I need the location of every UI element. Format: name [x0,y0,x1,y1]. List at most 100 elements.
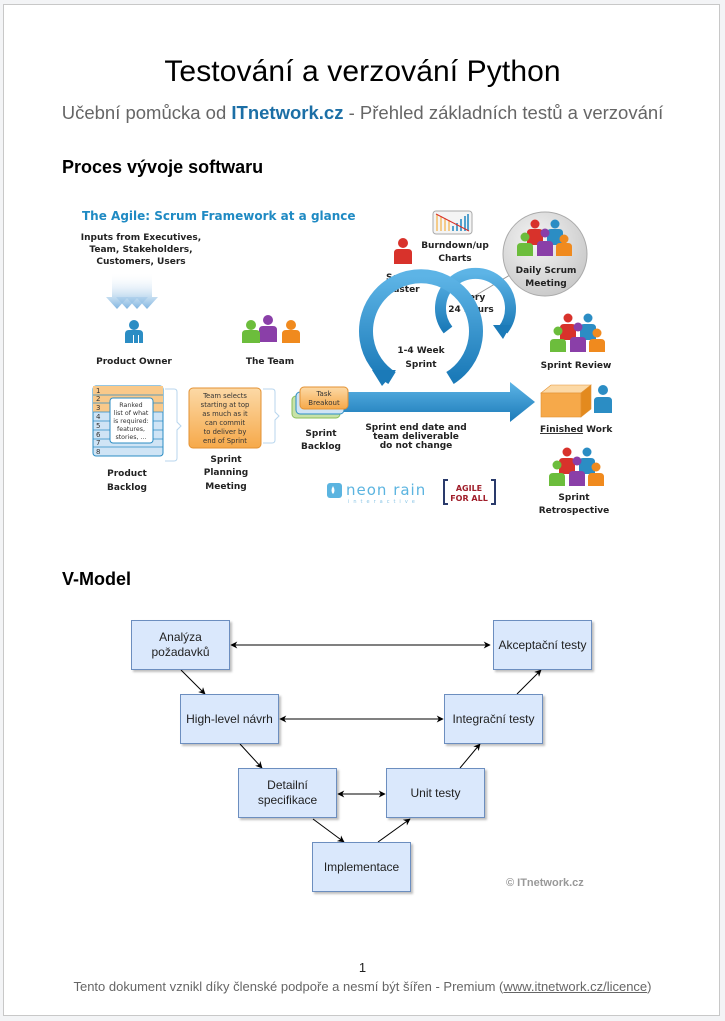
vmodel-box-implementace: Implementace [312,842,411,892]
svg-text:Sprint: Sprint [210,455,242,465]
sprint-retrospective-label: Sprint Retrospective [539,493,610,516]
section-heading-process: Proces vývoje softwaru [62,157,264,177]
arrow-analyza-highlevel [180,669,206,695]
subtitle-prefix: Učební pomůcka od [61,102,232,123]
footer-text: Tento dokument vznikl díky členské podpo… [73,979,504,994]
svg-text:starting at top: starting at top [201,401,250,409]
sprint-retrospective-group-icon [549,447,604,486]
team-icon [242,315,300,343]
svg-text:as much as it: as much as it [202,410,248,418]
svg-text:stories, ...: stories, ... [115,434,146,441]
svg-text:do not change: do not change [380,441,453,451]
svg-text:5: 5 [96,422,100,430]
burndown-chart-icon [432,210,473,235]
vmodel-box-detailni: Detailní specifikace [238,768,337,818]
arrow-detailni-implementace [312,818,345,843]
sprint-backlog-stack: Task Breakout [291,386,349,419]
footer-notice: Tento dokument vznikl díky členské podpo… [0,979,725,994]
svg-text:Backlog: Backlog [107,483,147,493]
svg-text:interactive: interactive [348,499,419,505]
arrow-unit-integracni [459,743,481,769]
svg-text:can commit: can commit [205,419,245,427]
document-title: Testování a verzování Python [164,55,561,88]
svg-text:1-4 Week: 1-4 Week [397,346,445,356]
svg-text:Retrospective: Retrospective [539,506,610,516]
product-backlog-list: 1 2 3 4 5 6 7 8 Ranked list of what is r… [92,385,182,462]
svg-text:7: 7 [96,439,100,447]
burndown-label: Burndown/up Charts [421,241,489,264]
svg-text:Sprint: Sprint [405,360,437,370]
finished-work-person-icon [594,385,612,413]
svg-text:list of what: list of what [114,410,149,417]
svg-text:Sprint end date and: Sprint end date and [365,423,466,433]
svg-text:3: 3 [96,404,100,412]
daily-cycle-arrow-icon [435,267,516,339]
brand-link[interactable]: ITnetwork.cz [231,102,344,123]
inputs-label: Inputs from Executives, Team, Stakeholde… [81,233,201,267]
vmodel-box-integracni: Integrační testy [444,694,543,744]
svg-text:Ranked: Ranked [119,402,142,409]
neon-rain-logo: neon rain interactive [327,481,425,505]
page-number: 1 [358,960,367,975]
svg-text:Planning: Planning [204,468,249,478]
svg-text:Customers, Users: Customers, Users [96,257,185,267]
arrow-integracni-akceptacni [516,669,542,695]
svg-text:Sprint: Sprint [558,493,590,503]
svg-text:Master: Master [384,285,420,295]
section-heading-vmodel: V-Model [62,569,132,589]
finished-work-box-icon [540,384,592,418]
sprint-cycle-arrow-icon [300,269,535,422]
product-owner-icon [125,320,143,343]
svg-text:to deliver by: to deliver by [204,428,247,436]
footer-suffix: ) [647,979,652,994]
svg-text:Inputs from Executives,: Inputs from Executives, [81,233,201,243]
sprint-review-group-icon [550,313,605,352]
svg-text:8: 8 [96,448,100,456]
svg-text:2: 2 [96,395,100,403]
svg-text:AGILE: AGILE [456,484,482,493]
product-backlog-label: Product Backlog [107,469,148,493]
svg-text:end of Sprint: end of Sprint [203,437,247,445]
sprint-planning-note: Team selects starting at top as much as … [188,387,280,449]
team-label: The Team [246,357,294,367]
svg-text:Breakout: Breakout [308,399,340,407]
vmodel-copyright: © ITnetwork.cz [506,877,584,889]
daily-scrum-group-icon [517,219,572,256]
sprint-end-note: Sprint end date and team deliverable do … [365,423,466,451]
svg-text:Backlog: Backlog [301,442,341,452]
svg-text:Sprint: Sprint [305,429,337,439]
sprint-review-label: Sprint Review [541,361,612,371]
svg-text:4: 4 [96,413,101,421]
finished-work-label: Finished Work [540,425,613,435]
sprint-backlog-label: Sprint Backlog [301,429,341,452]
daily-scrum-label: Daily Scrum Meeting [516,266,577,289]
svg-text:Burndown/up: Burndown/up [421,241,489,251]
svg-text:Meeting: Meeting [525,279,566,289]
svg-text:Team, Stakeholders,: Team, Stakeholders, [89,245,192,255]
document-subtitle: Učební pomůcka od ITnetwork.cz - Přehled… [0,102,725,124]
arrow-highlevel-detailni [239,743,263,769]
svg-text:Team selects: Team selects [202,392,247,400]
svg-text:6: 6 [96,431,101,439]
svg-text:team deliverable: team deliverable [373,432,459,442]
svg-text:Daily Scrum: Daily Scrum [516,266,577,276]
svg-text:1: 1 [96,387,100,395]
svg-text:Meeting: Meeting [205,482,246,492]
vmodel-box-unit: Unit testy [386,768,485,818]
svg-text:features,: features, [117,426,145,433]
vmodel-box-akceptacni: Akceptační testy [493,620,592,670]
inputs-arrows-icon [106,272,158,309]
scrum-title: The Agile: Scrum Framework at a glance [82,209,356,223]
sprint-planning-label: Sprint Planning Meeting [204,455,249,492]
svg-text:Charts: Charts [438,254,471,264]
licence-link[interactable]: www.itnetwork.cz/licence [503,979,648,994]
agile-for-all-logo: AGILE FOR ALL [443,479,496,505]
arrow-implementace-unit [377,818,411,843]
svg-text:is required:: is required: [113,418,149,425]
svg-text:FOR ALL: FOR ALL [450,494,488,503]
scrum-master-icon [394,238,412,264]
product-owner-label: Product Owner [96,357,172,367]
subtitle-suffix: - Přehled základních testů a verzování [343,102,664,123]
